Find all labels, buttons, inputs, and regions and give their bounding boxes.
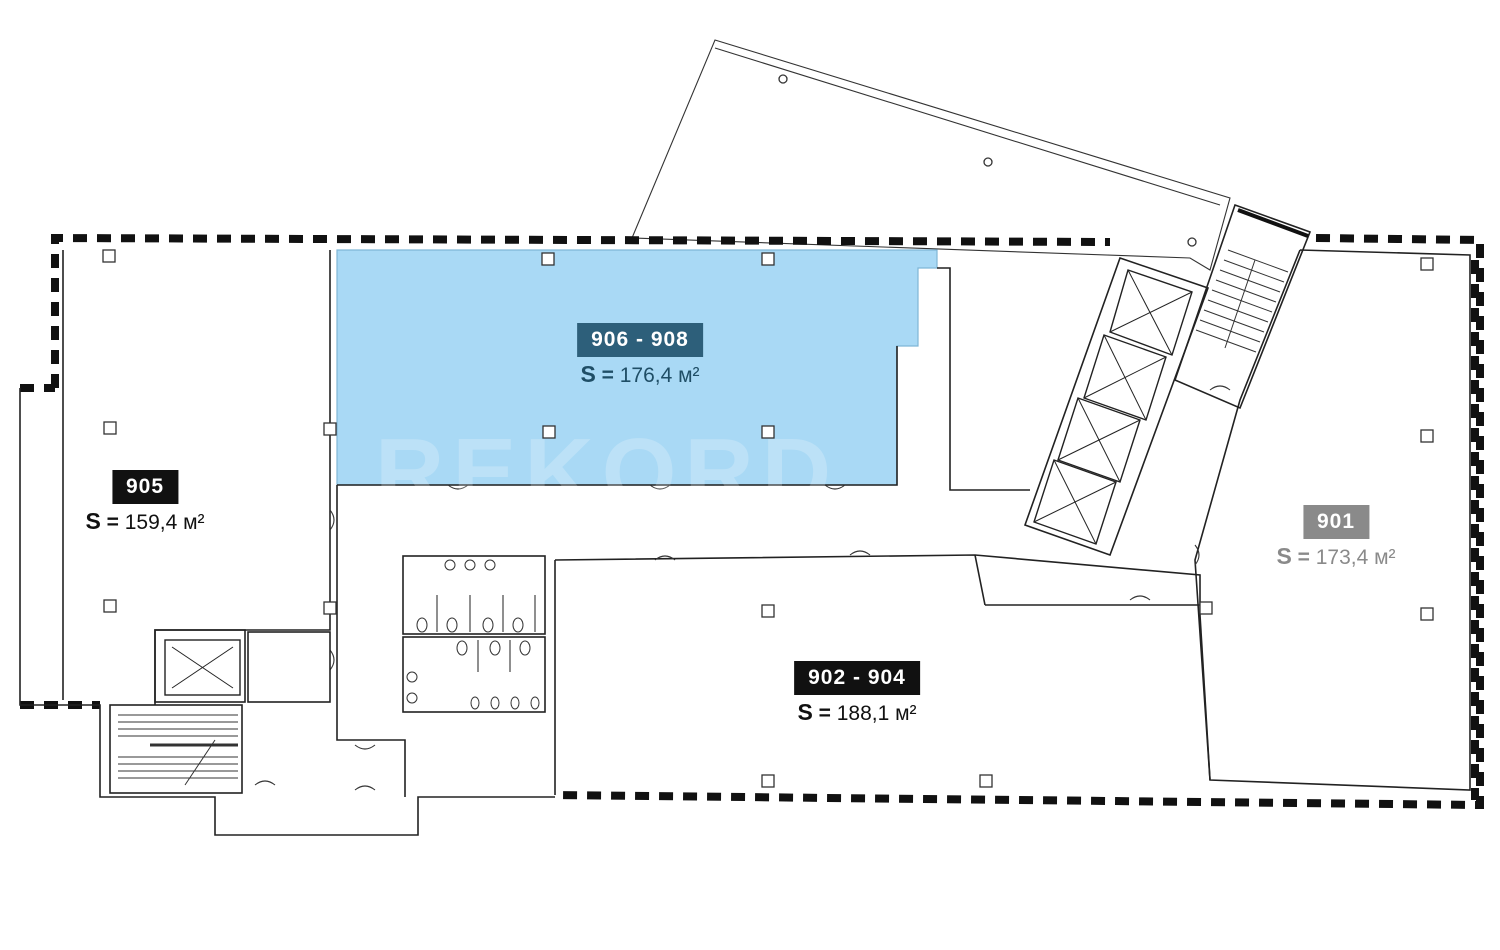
unit-905-label[interactable]: 905 S = 159,4 м²	[85, 470, 205, 535]
unit-area-text: S = 159,4 м²	[85, 508, 205, 534]
unit-number-badge: 905	[111, 470, 179, 504]
restrooms	[402, 555, 546, 713]
unit-number-badge: 901	[1302, 505, 1370, 539]
unit-902-904-label[interactable]: 902 - 904 S = 188,1 м²	[794, 661, 920, 726]
unit-number-badge: 906 - 908	[577, 323, 703, 357]
watermark: REKORD	[375, 419, 839, 526]
stairs	[109, 203, 1312, 794]
unit-number-badge: 902 - 904	[794, 661, 920, 695]
unit-area-text: S = 173,4 м²	[1276, 543, 1396, 569]
unit-901-label[interactable]: 901 S = 173,4 м²	[1276, 505, 1396, 570]
exterior-wall	[51, 233, 1484, 810]
unit-area-text: S = 188,1 м²	[797, 699, 917, 725]
doors	[254, 385, 1231, 791]
unit-area-text: S = 176,4 м²	[580, 361, 700, 387]
elevator-shafts	[154, 256, 1210, 703]
unit-906-908-label[interactable]: 906 - 908 S = 176,4 м²	[577, 323, 703, 388]
columns	[102, 249, 1434, 788]
roof-terrace	[631, 39, 1231, 271]
